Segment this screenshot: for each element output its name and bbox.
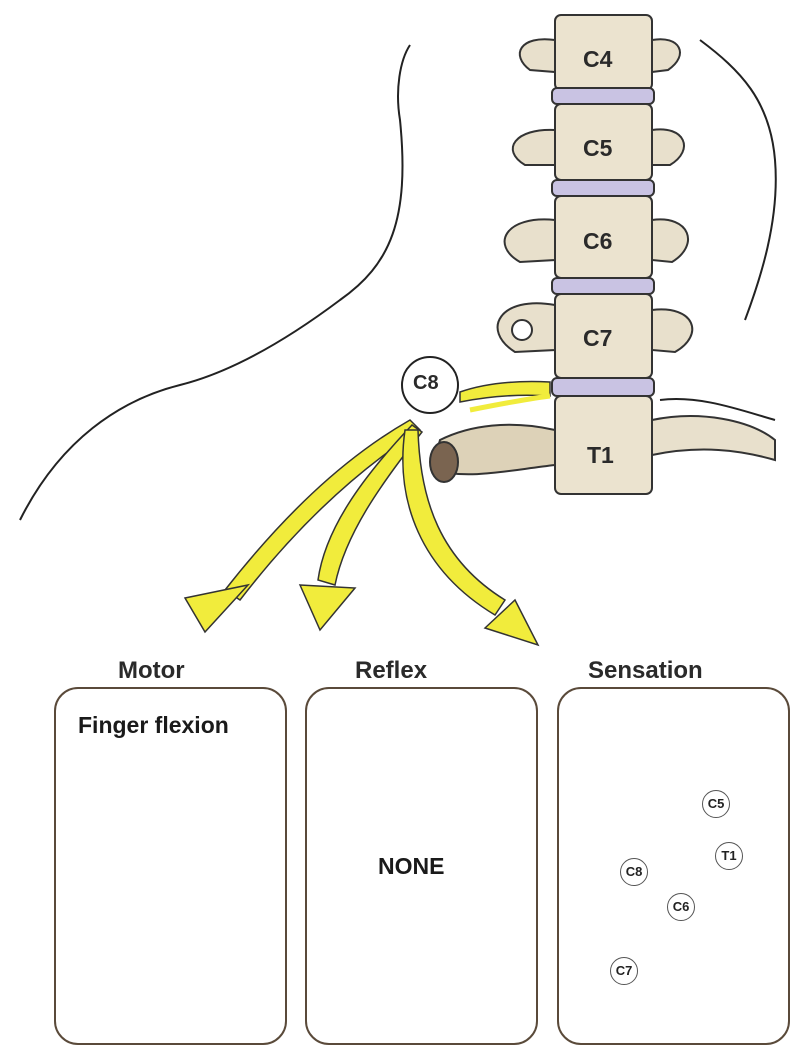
vertebra-label-c6: C6 bbox=[583, 228, 612, 255]
motor-caption: Finger flexion bbox=[78, 712, 229, 739]
arrow-to-motor bbox=[185, 420, 420, 632]
neck-outline-right bbox=[700, 40, 776, 320]
vertebra-label-c5: C5 bbox=[583, 135, 612, 162]
vertebra-label-c4: C4 bbox=[583, 46, 612, 73]
shoulder-outline bbox=[20, 45, 410, 520]
sensation-title: Sensation bbox=[588, 657, 703, 685]
vertebra-label-c7: C7 bbox=[583, 325, 612, 352]
dermatome-c6: C6 bbox=[667, 893, 695, 921]
dermatome-c5: C5 bbox=[702, 790, 730, 818]
motor-title: Motor bbox=[118, 657, 185, 685]
motor-panel bbox=[54, 687, 287, 1045]
vertebra-label-t1: T1 bbox=[587, 442, 614, 469]
reflex-title: Reflex bbox=[355, 657, 427, 685]
dermatome-c7: C7 bbox=[610, 957, 638, 985]
sensation-panel bbox=[557, 687, 790, 1045]
reflex-caption: NONE bbox=[378, 853, 444, 880]
root-label: C8 bbox=[413, 372, 439, 395]
dermatome-t1: T1 bbox=[715, 842, 743, 870]
dermatome-c8: C8 bbox=[620, 858, 648, 886]
